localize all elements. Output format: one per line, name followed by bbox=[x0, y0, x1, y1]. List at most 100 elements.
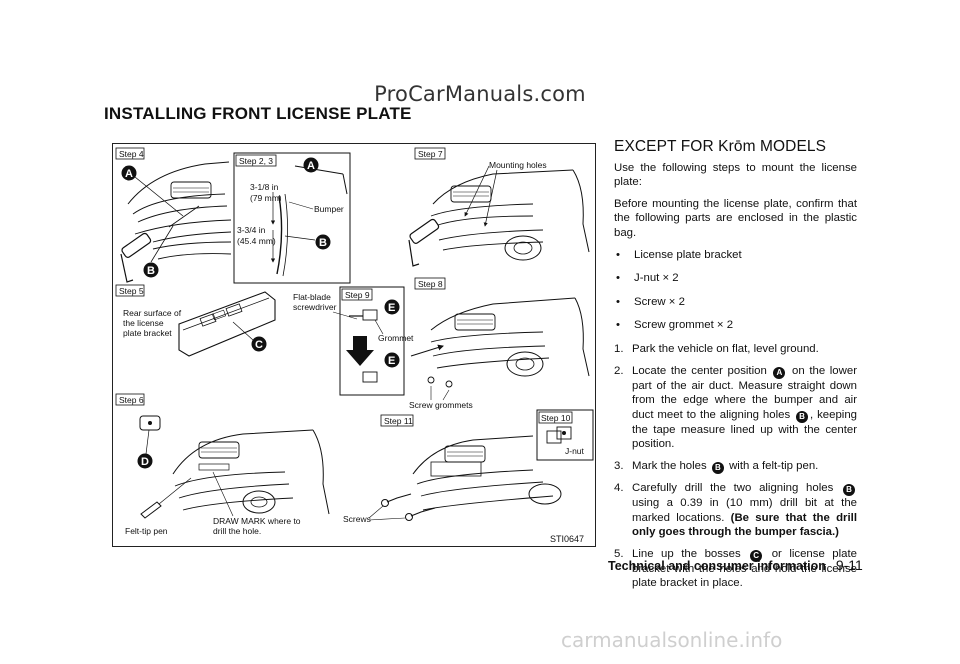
step-2: 2. Locate the center position A on the l… bbox=[614, 364, 857, 452]
step7-label: Step 7 bbox=[418, 149, 443, 159]
step5-panel: Step 5 Rear surface of the license plate… bbox=[115, 284, 276, 357]
callout-b-inline: B bbox=[843, 483, 855, 496]
step4-panel: Step 4 bbox=[115, 147, 232, 283]
step-text: Park the vehicle on flat, level ground. bbox=[632, 342, 819, 355]
bullet-dot: • bbox=[616, 272, 620, 285]
bullet-item: • Screw × 2 bbox=[614, 295, 857, 310]
callout-d: D bbox=[137, 453, 153, 469]
svg-text:A: A bbox=[307, 160, 315, 172]
step-number: 2. bbox=[614, 364, 624, 377]
watermark-procarmanuals: ProCarManuals.com bbox=[374, 82, 586, 106]
flat-blade-line2: screwdriver bbox=[293, 302, 337, 312]
step6-panel: Step 6 Felt-tip pen DRAW MARK where to d… bbox=[115, 393, 330, 536]
watermark-carmanualsonline: carmanualsonline.info bbox=[561, 628, 783, 652]
flat-blade-line1: Flat-blade bbox=[293, 292, 331, 302]
step-3: 3. Mark the holes B with a felt-tip pen. bbox=[614, 459, 857, 474]
screws-label: Screws bbox=[343, 514, 371, 524]
svg-text:C: C bbox=[255, 339, 263, 351]
step-number: 5. bbox=[614, 547, 624, 560]
step-number: 3. bbox=[614, 459, 624, 472]
callout-e-top: E bbox=[384, 299, 400, 315]
step-text: Locate the center position bbox=[632, 364, 767, 377]
bumper-label: Bumper bbox=[314, 204, 344, 214]
step-text: Carefully drill the two aligning holes bbox=[632, 481, 834, 494]
callout-c: C bbox=[232, 321, 267, 352]
svg-text:D: D bbox=[141, 456, 149, 468]
draw-mark-line2: drill the hole. bbox=[213, 526, 261, 536]
step-text: Line up the bosses bbox=[632, 547, 741, 560]
step23-label: Step 2, 3 bbox=[239, 156, 273, 166]
step8-label: Step 8 bbox=[418, 279, 443, 289]
step6-label: Step 6 bbox=[119, 395, 144, 405]
intro-paragraph: Use the following steps to mount the lic… bbox=[614, 161, 857, 189]
subheading: EXCEPT FOR Krōm MODELS bbox=[614, 138, 827, 155]
rear-surface-line2: the license bbox=[123, 318, 164, 328]
callout-b-step23: B bbox=[284, 234, 331, 250]
screw-grommets-label: Screw grommets bbox=[409, 400, 473, 410]
installation-illustration: Step 4 A B Step 2, 3 3-1/8 in (79 mm) bbox=[115, 147, 594, 544]
step-text: with a felt-tip pen. bbox=[729, 459, 819, 472]
grommet-label: Grommet bbox=[378, 333, 414, 343]
step10-panel: Step 10 J-nut bbox=[536, 409, 594, 461]
step11-panel: Step 11 Screws bbox=[343, 414, 562, 524]
bullet-dot: • bbox=[616, 248, 620, 261]
callout-a-step23: A bbox=[303, 157, 319, 173]
callout-b-step4: B bbox=[143, 225, 174, 278]
bullet-dot: • bbox=[616, 319, 620, 332]
rear-surface-line1: Rear surface of bbox=[123, 308, 182, 318]
step-text: on the lower part of the air duct. Measu… bbox=[632, 364, 857, 421]
step10-label: Step 10 bbox=[541, 413, 571, 423]
page-number: 9-11 bbox=[835, 557, 863, 573]
step-warning: (Be sure that the drill only goes throug… bbox=[632, 511, 857, 539]
step9-label: Step 9 bbox=[345, 290, 370, 300]
step-text: , keeping the tape measure lined up with… bbox=[632, 408, 857, 451]
dim2-line2: (45.4 mm) bbox=[237, 236, 276, 246]
step8-panel: Step 8 Screw grommets bbox=[409, 277, 590, 410]
dim1-line1: 3-1/8 in bbox=[250, 182, 279, 192]
bullet-item: • License plate bracket bbox=[614, 248, 857, 263]
callout-e-bottom: E bbox=[384, 352, 400, 368]
step11-label: Step 11 bbox=[384, 416, 413, 426]
bullet-text: Screw grommet × 2 bbox=[634, 319, 734, 332]
jnut-label: J-nut bbox=[565, 446, 585, 456]
step23-panel: Step 2, 3 3-1/8 in (79 mm) Bumper 3-3/4 … bbox=[233, 152, 351, 284]
svg-text:E: E bbox=[388, 355, 395, 367]
dim1-line2: (79 mm) bbox=[250, 193, 282, 203]
callout-c-inline: C bbox=[750, 549, 763, 562]
bullet-text: Screw × 2 bbox=[634, 295, 685, 308]
mounting-holes-label: Mounting holes bbox=[489, 160, 547, 170]
felt-tip-label: Felt-tip pen bbox=[125, 526, 168, 536]
before-paragraph: Before mounting the license plate, confi… bbox=[614, 197, 857, 239]
callout-b-inline: B bbox=[796, 410, 809, 423]
step-text: Mark the holes bbox=[632, 459, 707, 472]
bullet-text: J-nut × 2 bbox=[634, 272, 679, 285]
step-1: 1. Park the vehicle on flat, level groun… bbox=[614, 342, 857, 357]
figure-code: STI0647 bbox=[550, 534, 584, 544]
callout-a-inline: A bbox=[773, 366, 786, 379]
step-5: 5. Line up the bosses C or license plate… bbox=[614, 547, 857, 591]
callout-a-step4: A bbox=[121, 165, 184, 217]
bullet-item: • Screw grommet × 2 bbox=[614, 318, 857, 333]
page-footer: Technical and consumer information 9-11 bbox=[608, 557, 863, 573]
dim2-line1: 3-3/4 in bbox=[237, 225, 266, 235]
bullet-dot: • bbox=[616, 295, 620, 308]
rear-surface-line3: plate bracket bbox=[123, 328, 172, 338]
step4-label: Step 4 bbox=[119, 149, 144, 159]
callout-b-inline: B bbox=[711, 461, 724, 474]
step5-label: Step 5 bbox=[119, 286, 144, 296]
svg-text:E: E bbox=[388, 302, 395, 314]
installation-figure: Step 4 A B Step 2, 3 3-1/8 in (79 mm) bbox=[112, 143, 596, 547]
step7-panel: Step 7 Mounting holes bbox=[408, 147, 590, 267]
svg-text:A: A bbox=[125, 168, 133, 180]
step9-panel: Step 9 Grommet bbox=[339, 286, 414, 396]
step-number: 1. bbox=[614, 342, 624, 355]
section-title: INSTALLING FRONT LICENSE PLATE bbox=[104, 104, 412, 123]
svg-text:B: B bbox=[147, 265, 155, 277]
step-number: 4. bbox=[614, 481, 624, 494]
bullet-text: License plate bracket bbox=[634, 248, 742, 261]
footer-title: Technical and consumer information bbox=[608, 559, 826, 573]
step-text: or license plate bracket with the holes … bbox=[632, 547, 857, 590]
instructions-column: EXCEPT FOR Krōm MODELS Use the following… bbox=[614, 138, 857, 598]
step-text: using a 0.39 in (10 mm) drill bit at the… bbox=[632, 496, 857, 524]
svg-text:B: B bbox=[319, 237, 327, 249]
